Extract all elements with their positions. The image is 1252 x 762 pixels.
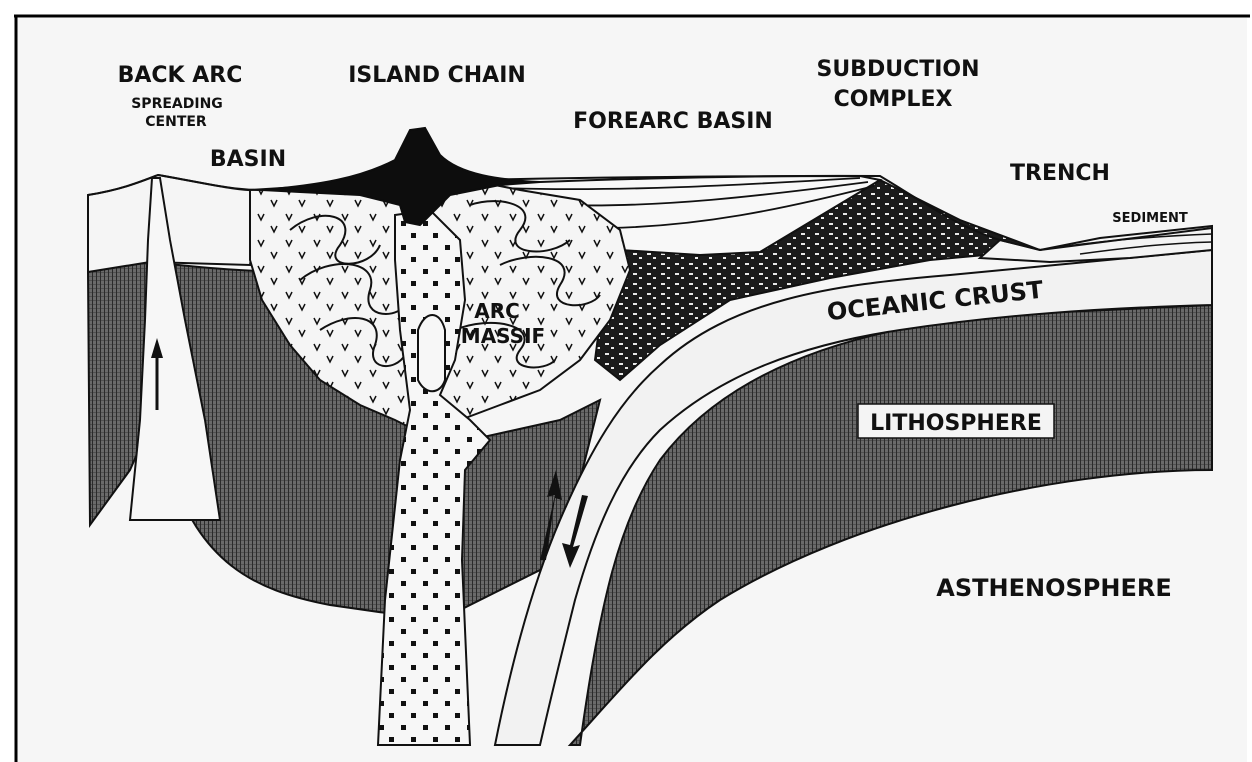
- label-forearc-basin: FOREARC BASIN: [573, 109, 773, 134]
- label-arc-massif-line1: ARC: [474, 299, 520, 323]
- label-subduction-complex-line1: SUBDUCTION: [816, 57, 979, 82]
- label-trench: TRENCH: [1010, 161, 1110, 186]
- label-subduction-complex-line2: COMPLEX: [834, 87, 953, 112]
- label-spreading-center-line2: CENTER: [145, 114, 207, 130]
- label-sediment: SEDIMENT: [1112, 211, 1188, 226]
- label-basin: BASIN: [210, 147, 286, 172]
- label-spreading-center-line1: SPREADING: [131, 96, 223, 112]
- label-lithosphere: LITHOSPHERE: [870, 411, 1042, 436]
- label-arc-massif-line2: MASSIF: [461, 324, 545, 348]
- label-asthenosphere: ASTHENOSPHERE: [936, 574, 1171, 602]
- label-back-arc: BACK ARC: [118, 63, 243, 88]
- label-island-chain: ISLAND CHAIN: [348, 63, 526, 88]
- magma-chamber-outline: [418, 315, 445, 391]
